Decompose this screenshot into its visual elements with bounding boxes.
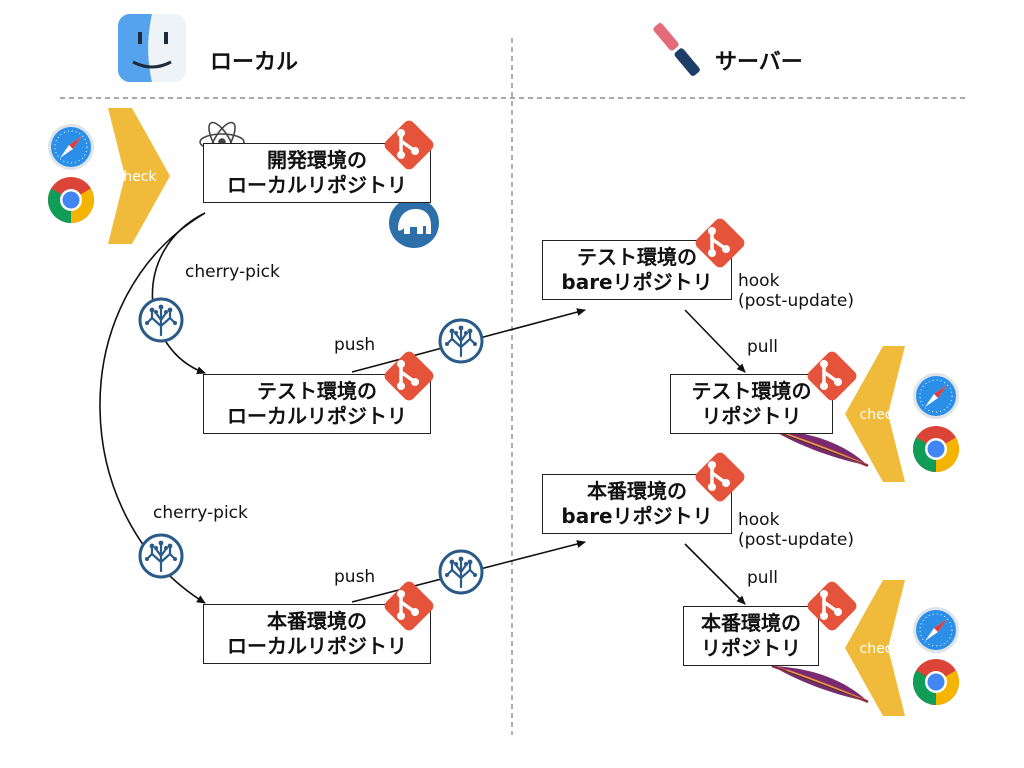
- sourcetree-icon: [438, 318, 484, 364]
- sourcetree-icon: [138, 297, 184, 343]
- apache-feather-icon: [767, 427, 873, 468]
- box-line: テスト環境の: [257, 379, 377, 403]
- cherry-pick-arrow-1: [151, 212, 206, 375]
- check-arrow-right-1: [845, 346, 905, 482]
- prod-server-repo-box: 本番環境の リポジトリ: [683, 606, 819, 666]
- check-label: check: [860, 641, 902, 657]
- box-line: ローカルリポジトリ: [227, 404, 407, 428]
- chrome-icon: [48, 177, 94, 223]
- prod-local-repo-box: 本番環境の ローカルリポジトリ: [203, 604, 431, 664]
- dev-local-repo-box: 開発環境の ローカルリポジトリ: [203, 143, 431, 203]
- box-line: 本番環境の: [267, 609, 367, 633]
- check-label: check: [116, 169, 158, 185]
- box-line: テスト環境の: [691, 379, 812, 403]
- hook-label: hook: [738, 271, 780, 291]
- post-update-label: (post-update): [738, 530, 855, 550]
- hook-label: hook: [738, 510, 780, 530]
- sourcetree-icon: [438, 549, 484, 595]
- local-heading: ローカル: [210, 50, 299, 75]
- chrome-icon: [913, 426, 959, 472]
- box-line: bareリポジトリ: [561, 504, 713, 528]
- box-line: ローカルリポジトリ: [227, 173, 407, 197]
- check-arrow-right-2: [845, 580, 905, 716]
- pull-arrow-2: [684, 543, 746, 605]
- box-line: 開発環境の: [267, 148, 367, 172]
- box-line: リポジトリ: [701, 404, 802, 428]
- box-line: 本番環境の: [587, 479, 687, 503]
- post-update-label: (post-update): [738, 291, 855, 311]
- test-server-repo-box: テスト環境の リポジトリ: [670, 374, 833, 434]
- box-line: 本番環境の: [701, 611, 801, 635]
- box-line: bareリポジトリ: [561, 270, 713, 294]
- server-heading: サーバー: [715, 50, 803, 75]
- sourcetree-icon: [138, 533, 184, 579]
- chrome-icon: [913, 659, 959, 705]
- push-label: push: [334, 567, 376, 587]
- check-label: check: [860, 407, 902, 423]
- pull-label: pull: [747, 337, 779, 357]
- push-label: push: [334, 335, 376, 355]
- finder-icon: [118, 14, 186, 82]
- box-line: ローカルリポジトリ: [227, 634, 407, 658]
- apache-feather-icon: [767, 663, 873, 704]
- safari-icon: [912, 372, 960, 420]
- prod-bare-repo-box: 本番環境の bareリポジトリ: [542, 474, 732, 534]
- server-logo-icon: [653, 23, 700, 76]
- safari-icon: [47, 123, 95, 171]
- check-arrow-left: [108, 108, 170, 244]
- safari-icon: [912, 606, 960, 654]
- box-line: テスト環境の: [577, 245, 697, 269]
- cherry-pick-label: cherry-pick: [185, 262, 280, 282]
- test-local-repo-box: テスト環境の ローカルリポジトリ: [203, 374, 431, 434]
- pull-arrow-1: [684, 309, 746, 373]
- pull-label: pull: [747, 568, 779, 588]
- test-bare-repo-box: テスト環境の bareリポジトリ: [542, 240, 732, 300]
- cherry-pick-label: cherry-pick: [153, 503, 248, 523]
- box-line: リポジトリ: [701, 636, 801, 660]
- mamp-icon: [389, 198, 439, 248]
